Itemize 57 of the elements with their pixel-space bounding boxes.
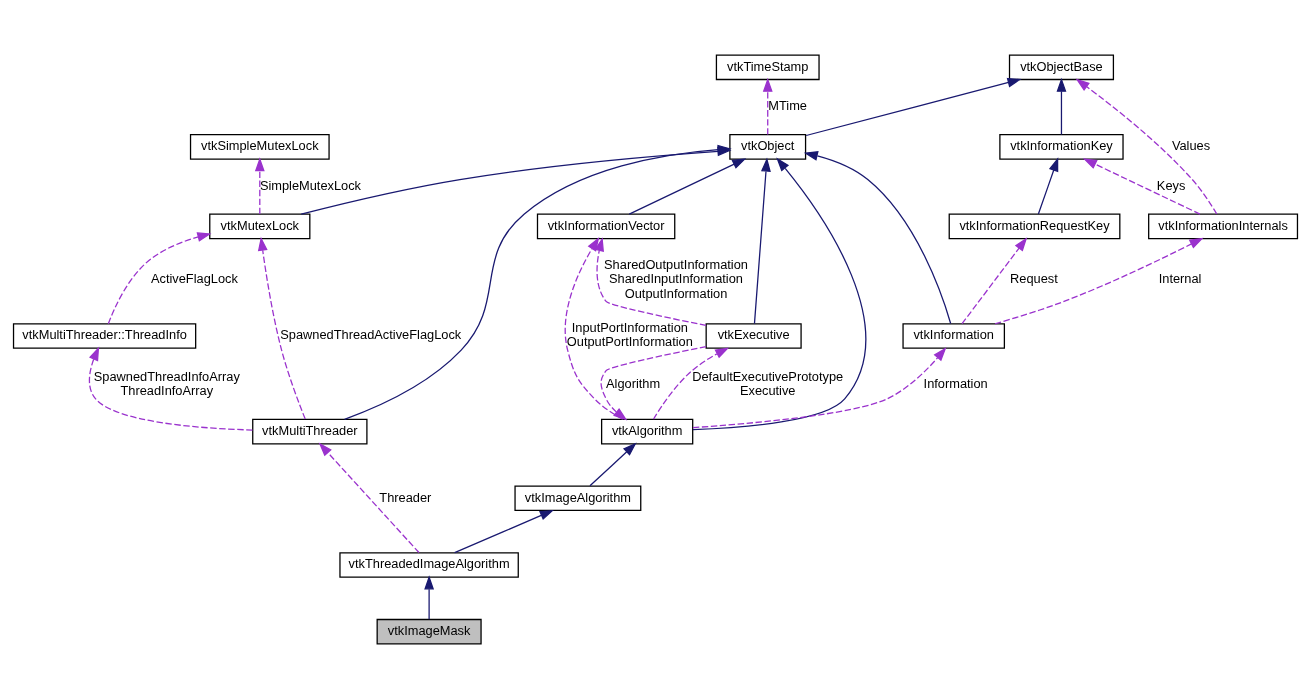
arrow	[1082, 158, 1201, 215]
arrow	[107, 232, 212, 325]
node-box: vtkInformationInternals	[1148, 213, 1299, 240]
edge-label: MTime	[768, 98, 807, 114]
arrow	[257, 236, 306, 420]
node-box: vtkExecutive	[705, 323, 802, 349]
node-box: vtkImageMask	[376, 618, 482, 645]
edge-label: Information	[923, 375, 988, 391]
edge-label: Keys	[1156, 177, 1186, 193]
node-box: vtkInformationRequestKey	[948, 213, 1121, 240]
edge-label: Values	[1171, 138, 1211, 154]
arrow	[805, 77, 1022, 137]
arrow	[1075, 78, 1218, 215]
edge-label: SpawnedThreadInfoArray ThreadInfoArray	[93, 368, 240, 399]
edge-label: SharedOutputInformation SharedInputInformation OutputInformation	[604, 257, 748, 301]
node-box: vtkObjectBase	[1008, 54, 1115, 81]
edge-label: ActiveFlagLock	[150, 271, 238, 287]
arrow	[994, 237, 1204, 325]
node-box: vtkImageAlgorithm	[514, 485, 642, 512]
edge-label: SimpleMutexLock	[259, 177, 362, 193]
node-box: vtkAlgorithm	[601, 418, 694, 445]
edge-label: Algorithm	[605, 375, 661, 391]
arrow	[692, 347, 947, 429]
edge-label: DefaultExecutivePrototype Executive	[692, 368, 844, 399]
node-box: vtkObject	[729, 134, 807, 160]
arrow	[254, 157, 265, 215]
node-box: vtkThreadedImageAlgorithm	[339, 552, 519, 578]
edge-label: SpawnedThreadActiveFlagLock	[280, 327, 462, 343]
node-box: vtkMutexLock	[209, 213, 311, 240]
arrow	[424, 575, 435, 620]
arrow	[594, 237, 707, 327]
edge-label: Threader	[379, 489, 432, 505]
arrow	[753, 157, 771, 325]
arrow	[564, 237, 624, 420]
node-box: vtkMultiThreader	[252, 418, 368, 445]
arrow	[454, 509, 554, 554]
arrow	[1056, 77, 1067, 136]
node-box: vtkSimpleMutexLock	[189, 134, 330, 160]
arrow	[318, 442, 420, 554]
node-box: vtkInformationVector	[536, 213, 676, 240]
arrow	[589, 442, 637, 487]
node-box: vtkInformationKey	[999, 134, 1124, 160]
arrow	[1037, 157, 1059, 215]
arrow	[692, 157, 867, 431]
edge-label: Request	[1010, 271, 1058, 287]
arrow	[961, 237, 1028, 325]
arrow	[652, 347, 730, 420]
edge-label: InputPortInformation OutputPortInformation	[566, 320, 693, 350]
node-box: vtkTimeStamp	[715, 54, 820, 81]
arrow	[600, 345, 707, 421]
arrow	[803, 151, 952, 325]
node-box: vtkMultiThreader::ThreadInfo	[12, 323, 197, 349]
node-box: vtkInformation	[902, 323, 1005, 349]
arrow	[628, 158, 747, 215]
arrow	[88, 346, 254, 431]
arrow	[762, 77, 773, 136]
edge-label: Internal	[1158, 271, 1202, 287]
